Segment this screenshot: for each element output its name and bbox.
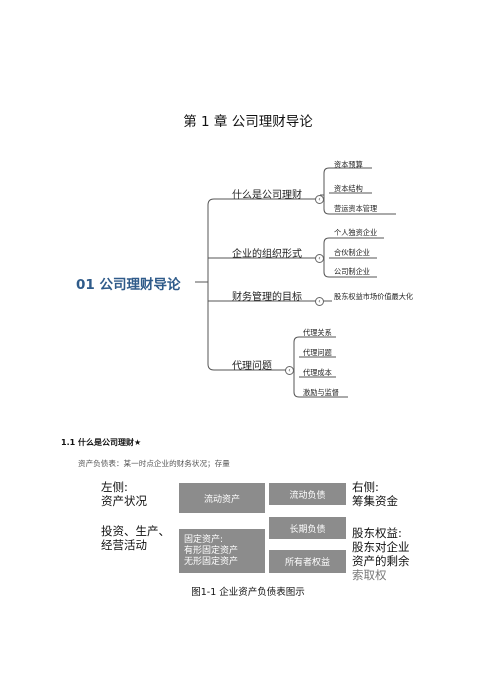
leaf-working-capital: 营运资本管理 — [334, 204, 378, 213]
collapse-circle-icon[interactable]: ‹ — [315, 297, 324, 306]
long-term-liabilities-box: 长期负债 — [269, 517, 346, 539]
right-bottom-text: 股东权益: 股东对企业 资产的剩余 索取权 — [352, 526, 410, 582]
mindmap-root: 01 公司理财导论 — [76, 277, 181, 293]
leaf-agency-relationship: 代理关系 — [303, 328, 332, 337]
section-note: 资产负债表：某一时点企业的财务状况；存量 — [78, 459, 230, 468]
section-heading: 1.1 什么是公司理财★ — [61, 438, 142, 447]
leaf-partnership: 合伙制企业 — [334, 248, 370, 257]
collapse-circle-icon[interactable]: ‹ — [315, 254, 324, 263]
leaf-corporation: 公司制企业 — [334, 267, 370, 276]
leaf-agency-problem: 代理问题 — [303, 348, 332, 357]
collapse-circle-icon[interactable]: ‹ — [285, 366, 294, 375]
right-top-text: 右侧: 筹集资金 — [352, 480, 398, 508]
figure-caption: 图1-1 企业资产负债表图示 — [191, 587, 305, 598]
branch-what-is-corporate-finance: 什么是公司理财 — [232, 190, 302, 201]
current-assets-box: 流动资产 — [179, 483, 265, 513]
left-bottom-text: 投资、生产、 经营活动 — [101, 524, 170, 552]
equity-box: 所有者权益 — [269, 550, 346, 573]
branch-agency-problem: 代理问题 — [232, 361, 272, 372]
branch-organization-forms: 企业的组织形式 — [232, 249, 302, 260]
chapter-title: 第 1 章 公司理财导论 — [183, 114, 313, 130]
leaf-agency-cost: 代理成本 — [303, 368, 332, 377]
left-top-text: 左侧: 资产状况 — [101, 480, 147, 508]
fixed-assets-box: 固定资产: 有形固定资产 无形固定资产 — [179, 529, 265, 573]
leaf-capital-structure: 资本结构 — [334, 184, 363, 193]
branch-financial-goal: 财务管理的目标 — [232, 292, 302, 303]
leaf-sole-proprietorship: 个人独资企业 — [334, 228, 378, 237]
leaf-incentive-monitoring: 激励与监督 — [303, 388, 339, 397]
current-liabilities-box: 流动负债 — [269, 483, 346, 505]
leaf-maximize-equity-value: 股东权益市场价值最大化 — [334, 292, 414, 301]
leaf-capital-budgeting: 资本预算 — [334, 160, 363, 169]
collapse-circle-icon[interactable]: ‹ — [315, 195, 324, 204]
